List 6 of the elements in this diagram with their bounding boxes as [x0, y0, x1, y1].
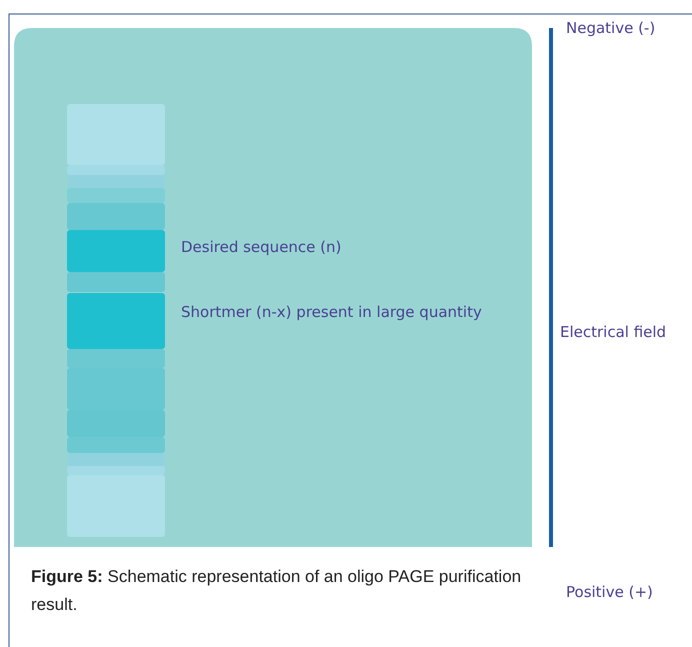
axis-label: Electrical field — [560, 322, 668, 342]
figure-caption: Figure 5: Schematic representation of an oligo PAGE purification result. — [31, 566, 522, 616]
band-label: Shortmer (n-x) present in large quantity — [181, 302, 483, 322]
pole-label: Positive (+) — [566, 582, 654, 602]
band-label: Desired sequence (n) — [181, 237, 342, 257]
pole-label: Negative (-) — [566, 18, 656, 38]
